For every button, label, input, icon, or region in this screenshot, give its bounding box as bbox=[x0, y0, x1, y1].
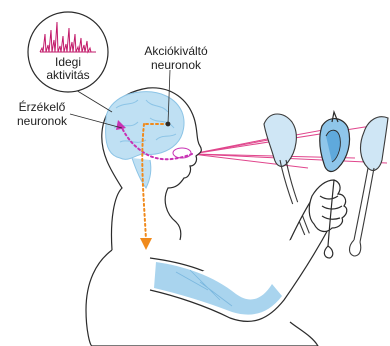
activity-line-2: aktivitás bbox=[40, 69, 96, 82]
ghost-flower-right bbox=[350, 117, 389, 256]
motor-neurons-label: Akciókiváltó neuronok bbox=[126, 44, 226, 72]
hand bbox=[309, 180, 347, 231]
sensory-neurons-label: Érzékelő neuronok bbox=[4, 100, 80, 128]
motor-line-2: neuronok bbox=[126, 58, 226, 72]
sensory-line-2: neuronok bbox=[4, 114, 80, 128]
motor-line-1: Akciókiváltó bbox=[126, 44, 226, 58]
neural-activity-label: Idegi aktivitás bbox=[40, 56, 96, 82]
sensory-line-1: Érzékelő bbox=[4, 100, 80, 114]
